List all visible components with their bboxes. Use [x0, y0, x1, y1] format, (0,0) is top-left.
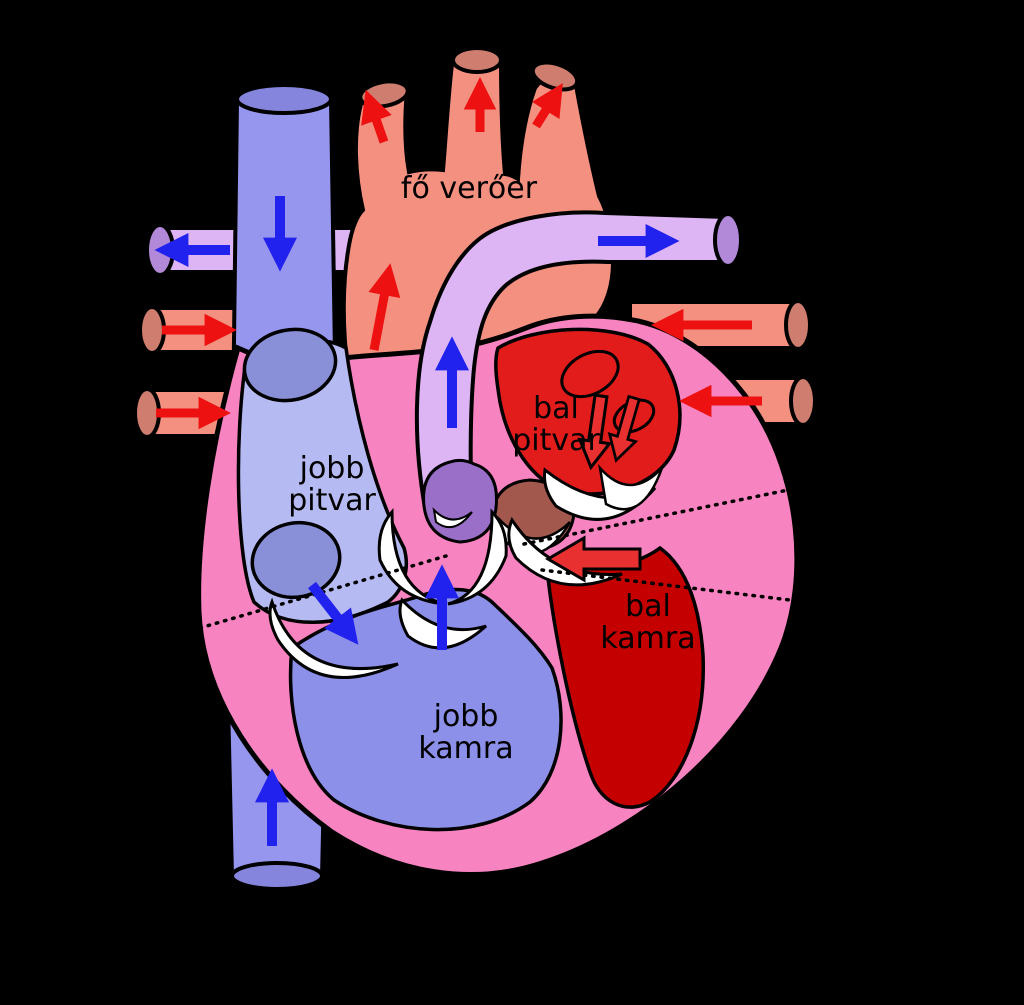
flow-arrow-ra-to-rv: [308, 581, 359, 645]
label-right-atrium-line2: pitvar: [288, 483, 376, 518]
left-ventricle: [546, 545, 706, 809]
label-left-ventricle-line2: kamra: [600, 621, 695, 656]
svc-opening: [242, 327, 338, 403]
label-right-ventricle-line1: jobb: [433, 699, 499, 734]
leader-line-mitral: [522, 488, 790, 546]
flow-arrow-aorta-up: [368, 263, 401, 351]
right-pulmonary-vein-upper-cap: [784, 299, 812, 351]
tricuspid-valve-cusp-1: [268, 597, 399, 679]
flow-arrow-branch-3: [531, 83, 563, 129]
right-pulmonary-artery-cap: [713, 212, 743, 268]
flow-arrow-mitral: [545, 535, 642, 583]
left-pulmonary-vein-upper-cap: [138, 305, 166, 355]
pulmonary-valve-detail: [432, 507, 473, 529]
label-aorta: fő verőér: [401, 171, 538, 206]
inferior-vena-cava-cap: [230, 861, 324, 891]
mitral-valve-cusp-3: [598, 463, 664, 511]
pulmonary-valve-cusp-right: [447, 508, 508, 606]
left-pulmonary-vein-lower-cap: [133, 387, 161, 439]
pulmonary-valve-cusp-left: [377, 508, 446, 606]
flow-arrow-branch-1: [361, 89, 392, 144]
flow-arrow-la-inflow-1: [577, 393, 613, 471]
aorta-branch-cap-2: [451, 46, 503, 74]
superior-vena-cava-cap: [235, 83, 333, 115]
pulmonary-vein-opening-1: [560, 349, 620, 399]
pulmonary-valve: [422, 458, 499, 544]
label-left-atrium-line2: pitvar: [512, 423, 600, 458]
label-right-atrium-line1: jobb: [299, 451, 365, 486]
ivc-opening: [250, 520, 342, 600]
flow-arrow-la-inflow-2: [607, 394, 641, 463]
label-right-ventricle-line2: kamra: [418, 731, 513, 766]
right-pulmonary-vein-lower-cap: [789, 375, 817, 427]
label-left-ventricle-line1: bal: [625, 589, 671, 624]
label-left-atrium-line1: bal: [533, 391, 579, 426]
